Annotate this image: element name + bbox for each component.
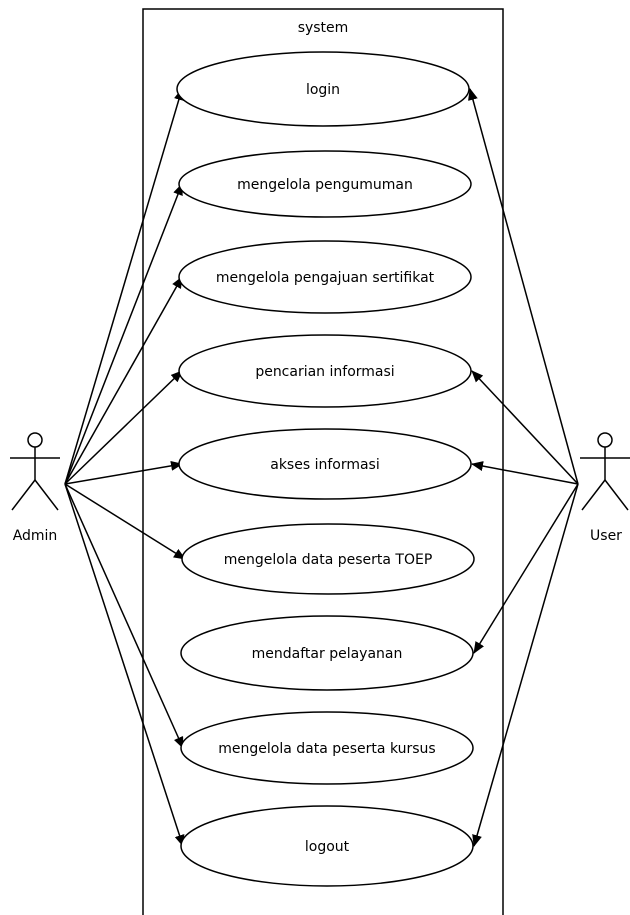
use-case-ellipse [178,428,472,500]
use-case-ellipse [178,150,472,218]
association-admin-mengelola-data-peserta-toep [64,483,186,560]
use-case-logout[interactable]: logout [180,805,474,887]
use-case-akses-informasi[interactable]: akses informasi [178,428,472,500]
actor-admin[interactable]: Admin [10,432,60,544]
use-case-label: pencarian informasi [255,364,394,380]
association-admin-akses-informasi [64,460,183,485]
use-case-ellipse [176,51,470,127]
use-case-label: mengelola pengumuman [237,177,413,193]
use-case-mengelola-pengumuman[interactable]: mengelola pengumuman [178,150,472,218]
system-boundary: system [142,8,504,915]
association-user-login [468,88,579,485]
use-case-ellipse [180,711,474,785]
association-admin-pencarian-informasi [64,370,183,485]
association-user-logout [472,483,579,847]
use-case-mendaftar-pelayanan[interactable]: mendaftar pelayanan [180,615,474,691]
use-case-mengelola-pengajuan-sertifikat[interactable]: mengelola pengajuan sertifikat [178,240,472,314]
association-admin-logout [64,483,185,847]
actor-label: Admin [13,528,58,544]
association-admin-mengelola-data-peserta-kursus [64,483,184,749]
use-case-label: mengelola pengajuan sertifikat [216,270,435,286]
use-case-label: mendaftar pelayanan [252,646,403,662]
use-case-ellipse [181,523,475,595]
associations [64,88,579,847]
actor-user[interactable]: User [580,432,630,544]
association-user-mendaftar-pelayanan [473,483,579,654]
association-user-akses-informasi [471,461,579,485]
system-boundary-label: system [298,20,349,36]
use-case-label: akses informasi [270,457,380,473]
actor-label: User [590,528,622,544]
use-case-label: login [306,82,340,98]
association-admin-login [64,88,184,485]
use-case-label: logout [305,839,350,855]
use-case-pencarian-informasi[interactable]: pencarian informasi [178,334,472,408]
use-case-label: mengelola data peserta TOEP [224,552,433,568]
association-admin-mengelola-pengajuan-sertifikat [64,276,183,485]
association-user-pencarian-informasi [471,370,579,485]
use-case-mengelola-data-peserta-toep[interactable]: mengelola data peserta TOEP [181,523,475,595]
use-case-ellipse [178,240,472,314]
use-case-ellipse [178,334,472,408]
association-admin-mengelola-pengumuman [64,183,183,485]
use-case-mengelola-data-peserta-kursus[interactable]: mengelola data peserta kursus [180,711,474,785]
use-case-ellipse [180,805,474,887]
stick-figure-icon [580,432,630,511]
use-case-label: mengelola data peserta kursus [218,741,435,757]
use-case-ellipse [180,615,474,691]
stick-figure-icon [10,432,60,511]
use-case-login[interactable]: login [176,51,470,127]
